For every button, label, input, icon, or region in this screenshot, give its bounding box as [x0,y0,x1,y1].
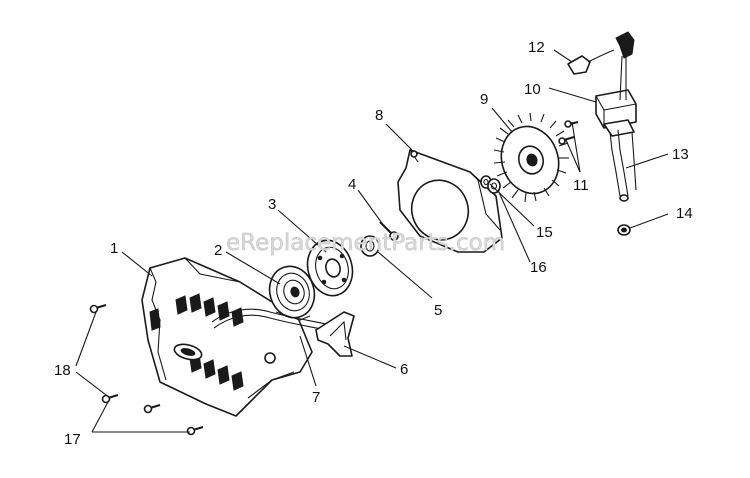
callout-5: 5 [434,302,442,319]
callout-6: 6 [400,361,408,378]
starter-handle [315,311,355,357]
callout-4: 4 [348,176,356,193]
callout-8: 8 [375,107,383,124]
callout-12: 12 [528,39,545,56]
module-screws [558,120,579,145]
callout-18: 18 [54,362,71,379]
callout-2: 2 [214,242,222,259]
rewind-spring [268,265,316,321]
fan-housing [397,149,503,253]
callout-17: 17 [64,431,81,448]
flywheel [493,112,569,203]
callout-9: 9 [480,91,488,108]
pulley-washer [360,235,380,257]
callout-16: 16 [530,259,547,276]
watermark-text: eReplacementParts.com [226,230,505,256]
ignition-module [595,89,637,137]
callout-13: 13 [672,146,689,163]
ignition-wire [609,129,637,202]
callout-14: 14 [676,205,693,222]
callout-15: 15 [536,224,553,241]
flywheel-nut [487,178,501,194]
spark-plug-terminal [567,31,635,101]
housing-vents [149,293,244,391]
callout-labels: 1 2 3 4 5 6 7 8 9 10 11 12 13 14 15 16 1… [54,39,693,448]
callout-1: 1 [110,240,118,257]
leader-lines [75,49,669,433]
callout-3: 3 [268,196,276,213]
callout-7: 7 [312,389,320,406]
callout-10: 10 [524,81,541,98]
starter-housing [141,257,313,417]
housing-screws [89,304,204,436]
callout-11: 11 [573,177,589,194]
starter-pulley [306,239,354,297]
wire-nut [617,224,631,236]
